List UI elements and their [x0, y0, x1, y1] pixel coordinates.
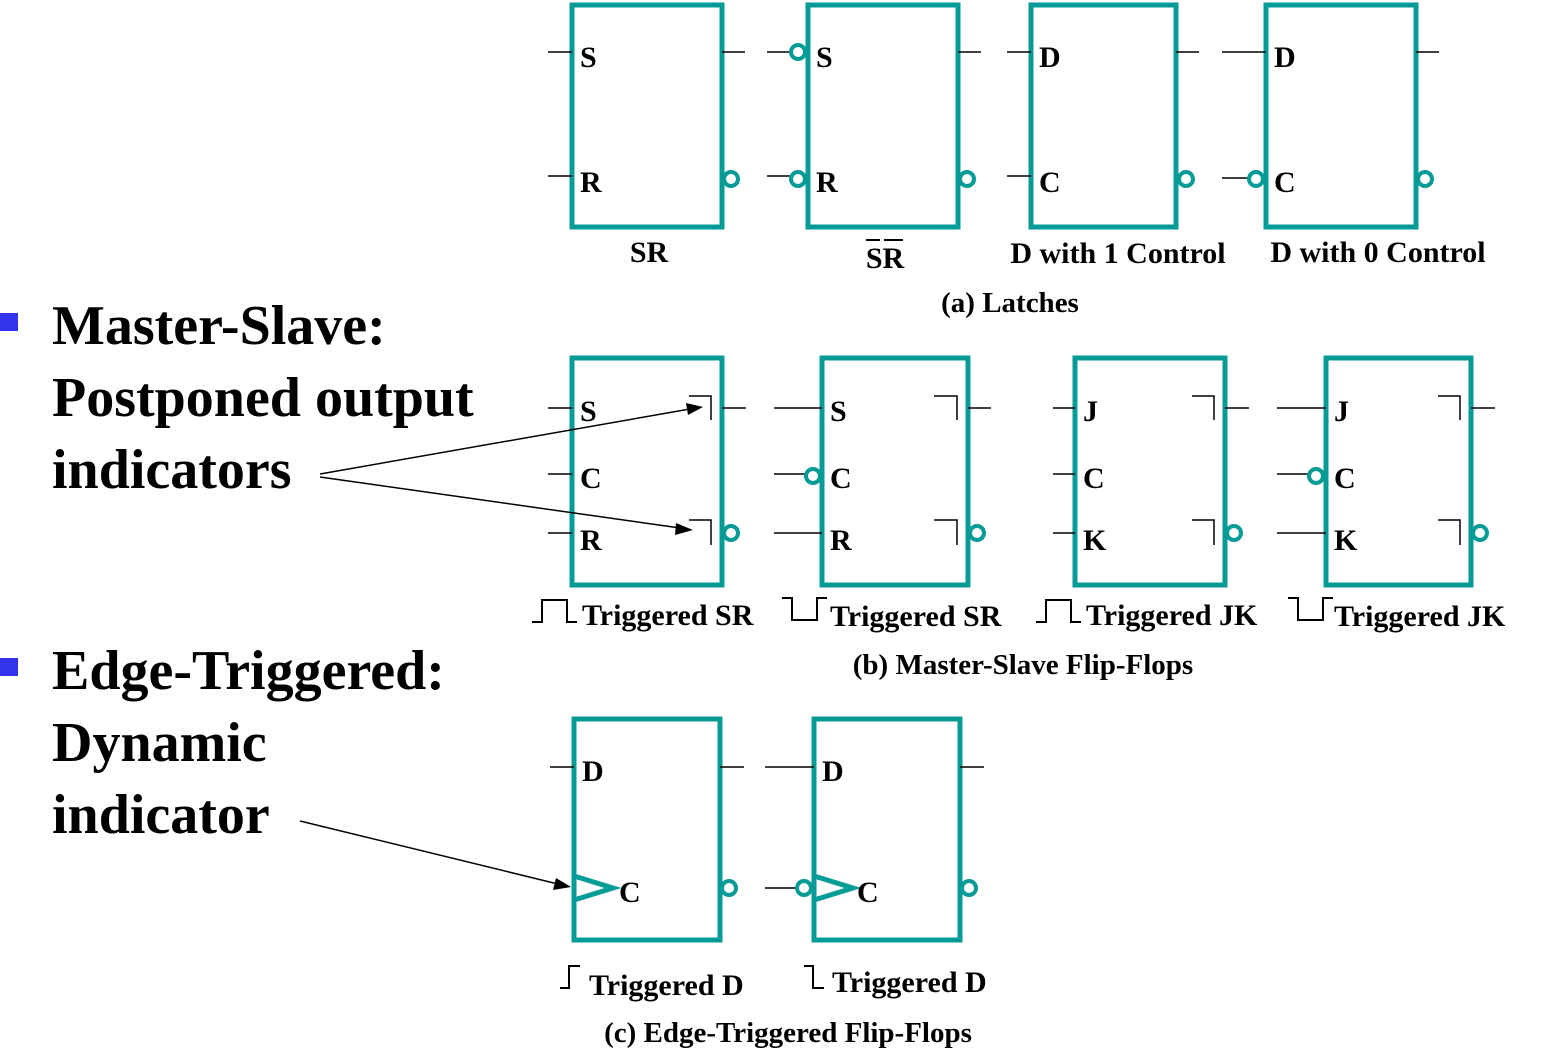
input-bubble — [1307, 467, 1325, 485]
falling-edge-icon — [804, 965, 824, 989]
postponed-indicator — [689, 519, 712, 545]
pin-label: R — [580, 166, 602, 199]
arrow-to-dynamic-indicator — [299, 820, 559, 885]
pin-label: K — [1334, 524, 1358, 557]
latch-d-1-control: D C D with 1 Control — [1007, 2, 1226, 270]
postponed-indicator — [1192, 519, 1215, 545]
positive-pulse-icon — [532, 599, 577, 623]
ms-ff-sr-positive: S C R Triggered SR — [532, 355, 754, 632]
ms-ff-jk-negative: J C K Triggered JK — [1277, 355, 1506, 633]
latch-sr-bar: S R SR — [767, 2, 981, 275]
input-bubble — [789, 170, 807, 188]
ff-caption: Triggered SR — [582, 599, 754, 632]
section-caption-master-slave: (b) Master-Slave Flip-Flops — [853, 649, 1193, 681]
postponed-indicator — [934, 519, 958, 545]
output-bubble — [958, 170, 976, 188]
pin-label: C — [1334, 462, 1356, 495]
pin-label: D — [582, 755, 604, 788]
edge-ff-d-positive: D C Triggered D — [550, 716, 744, 1002]
ms-ff-jk-positive: J C K Triggered JK — [1036, 355, 1258, 632]
ms-ff-sr-negative: S C R Triggered SR — [774, 355, 1002, 633]
pin-label: D — [1039, 41, 1061, 74]
arrow-head — [675, 523, 693, 535]
ff-caption: Triggered D — [832, 966, 987, 999]
pin-label: C — [619, 876, 641, 909]
output-bubble — [1471, 524, 1489, 542]
postponed-indicator — [1192, 395, 1215, 420]
ff-caption: Triggered D — [589, 969, 744, 1002]
pin-label: R — [816, 166, 838, 199]
pin-label: S — [580, 41, 597, 74]
postponed-indicator — [1438, 519, 1461, 545]
latch-caption: D with 0 Control — [1270, 236, 1485, 269]
section-caption-latches: (a) Latches — [941, 287, 1079, 319]
output-bubble — [722, 524, 740, 542]
output-bubble — [1177, 170, 1195, 188]
pin-label: S — [816, 41, 833, 74]
pin-label: C — [580, 462, 602, 495]
pin-label: D — [1274, 41, 1296, 74]
pin-label: J — [1083, 395, 1098, 428]
edge-ff-d-negative: D C Triggered D — [765, 716, 987, 999]
postponed-indicator — [934, 395, 958, 420]
pin-label: S — [580, 395, 597, 428]
bullet-1-line-2: Postponed output — [52, 367, 474, 429]
dynamic-indicator — [813, 873, 862, 903]
negative-pulse-icon — [782, 597, 827, 621]
arrow-head — [553, 878, 571, 890]
pin-label: K — [1083, 524, 1107, 557]
pin-label: C — [1274, 166, 1296, 199]
ff-caption: Triggered SR — [830, 600, 1002, 633]
section-caption-edge: (c) Edge-Triggered Flip-Flops — [604, 1017, 972, 1049]
output-bubble — [720, 879, 738, 897]
bullet-marker-1 — [0, 313, 18, 331]
latch-caption: SR — [630, 236, 669, 269]
bullet-marker-2 — [0, 658, 18, 676]
bullet-2-line-3: indicator — [52, 784, 270, 846]
latch-sr: S R SR — [548, 2, 745, 269]
output-bubble — [960, 879, 978, 897]
latch-d-0-control: D C D with 0 Control — [1222, 2, 1486, 269]
input-bubble — [795, 879, 813, 897]
negative-pulse-icon — [1288, 597, 1333, 621]
input-bubble — [1247, 170, 1265, 188]
arrows — [299, 403, 703, 890]
pin-label: R — [580, 524, 602, 557]
pin-label: C — [1083, 462, 1105, 495]
output-bubble — [1225, 524, 1243, 542]
dynamic-indicator — [573, 873, 622, 903]
postponed-indicator — [689, 395, 712, 420]
pin-label: S — [830, 395, 847, 428]
ff-caption: Triggered JK — [1334, 600, 1506, 633]
input-bubble — [804, 467, 822, 485]
output-bubble — [722, 170, 740, 188]
latch-caption: SR — [866, 242, 905, 275]
bullet-2-line-2: Dynamic — [52, 712, 267, 774]
output-bubble — [968, 524, 986, 542]
pin-label: J — [1334, 395, 1349, 428]
pin-label: D — [822, 755, 844, 788]
bullet-1-line-3: indicators — [52, 439, 292, 501]
latch-caption: D with 1 Control — [1010, 237, 1225, 270]
arrow-to-upper-indicator — [319, 408, 691, 475]
arrow-to-lower-indicator — [319, 476, 681, 529]
output-bubble — [1416, 170, 1434, 188]
positive-pulse-icon — [1036, 599, 1081, 623]
rising-edge-icon — [560, 965, 580, 989]
pin-label: C — [857, 876, 879, 909]
ff-caption: Triggered JK — [1086, 599, 1258, 632]
arrow-head — [686, 403, 703, 415]
input-bubble — [789, 43, 807, 61]
pin-label: C — [1039, 166, 1061, 199]
bullet-1-line-1: Master-Slave: — [52, 295, 386, 357]
pin-label: C — [830, 462, 852, 495]
pin-label: R — [830, 524, 852, 557]
postponed-indicator — [1438, 395, 1461, 420]
bullet-2-line-1: Edge-Triggered: — [52, 640, 445, 702]
